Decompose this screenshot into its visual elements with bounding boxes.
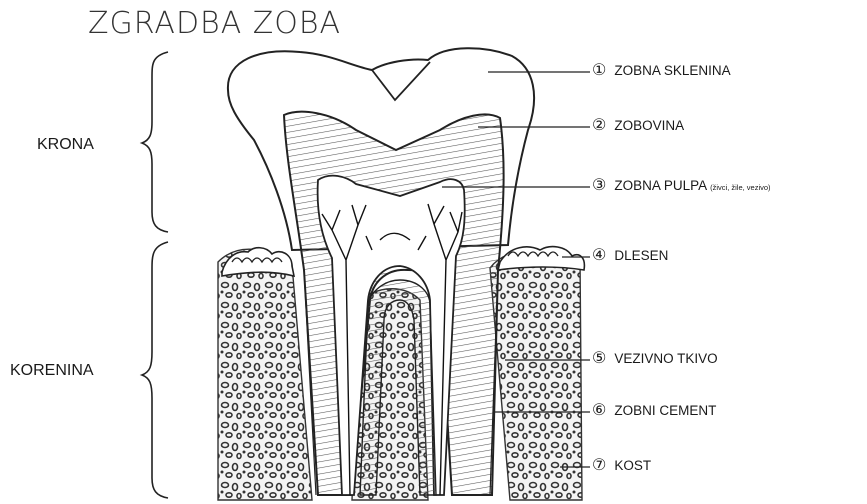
label-text: ZOBOVINA	[614, 118, 684, 133]
label-number: ⑤	[592, 351, 606, 366]
label-text: VEZIVNO TKIVO	[614, 351, 717, 366]
crown-brace	[142, 52, 168, 232]
bone-right	[490, 250, 582, 500]
label-dentin: ② ZOBOVINA	[592, 118, 684, 133]
label-gum: ④ DLESEN	[592, 248, 668, 263]
label-number: ⑥	[592, 403, 606, 418]
gum-right	[498, 247, 584, 270]
label-number: ④	[592, 248, 606, 263]
label-number: ①	[592, 63, 606, 78]
label-bone: ⑦ KOST	[592, 458, 651, 473]
label-text: KOST	[614, 458, 651, 473]
label-cementum: ⑥ ZOBNI CEMENT	[592, 403, 716, 418]
label-number: ③	[592, 178, 606, 193]
label-text: ZOBNA PULPA	[614, 178, 707, 193]
bone-left	[218, 249, 312, 500]
label-pulp: ③ ZOBNA PULPA (živci, žile, vezivo)	[592, 178, 771, 193]
label-note: (živci, žile, vezivo)	[710, 183, 770, 192]
label-connective-tissue: ⑤ VEZIVNO TKIVO	[592, 351, 718, 366]
label-text: ZOBNI CEMENT	[614, 403, 716, 418]
label-text: ZOBNA SKLENINA	[614, 63, 730, 78]
label-number: ⑦	[592, 458, 606, 473]
label-enamel: ① ZOBNA SKLENINA	[592, 63, 731, 78]
label-number: ②	[592, 118, 606, 133]
label-text: DLESEN	[614, 248, 668, 263]
root-brace	[142, 242, 168, 498]
